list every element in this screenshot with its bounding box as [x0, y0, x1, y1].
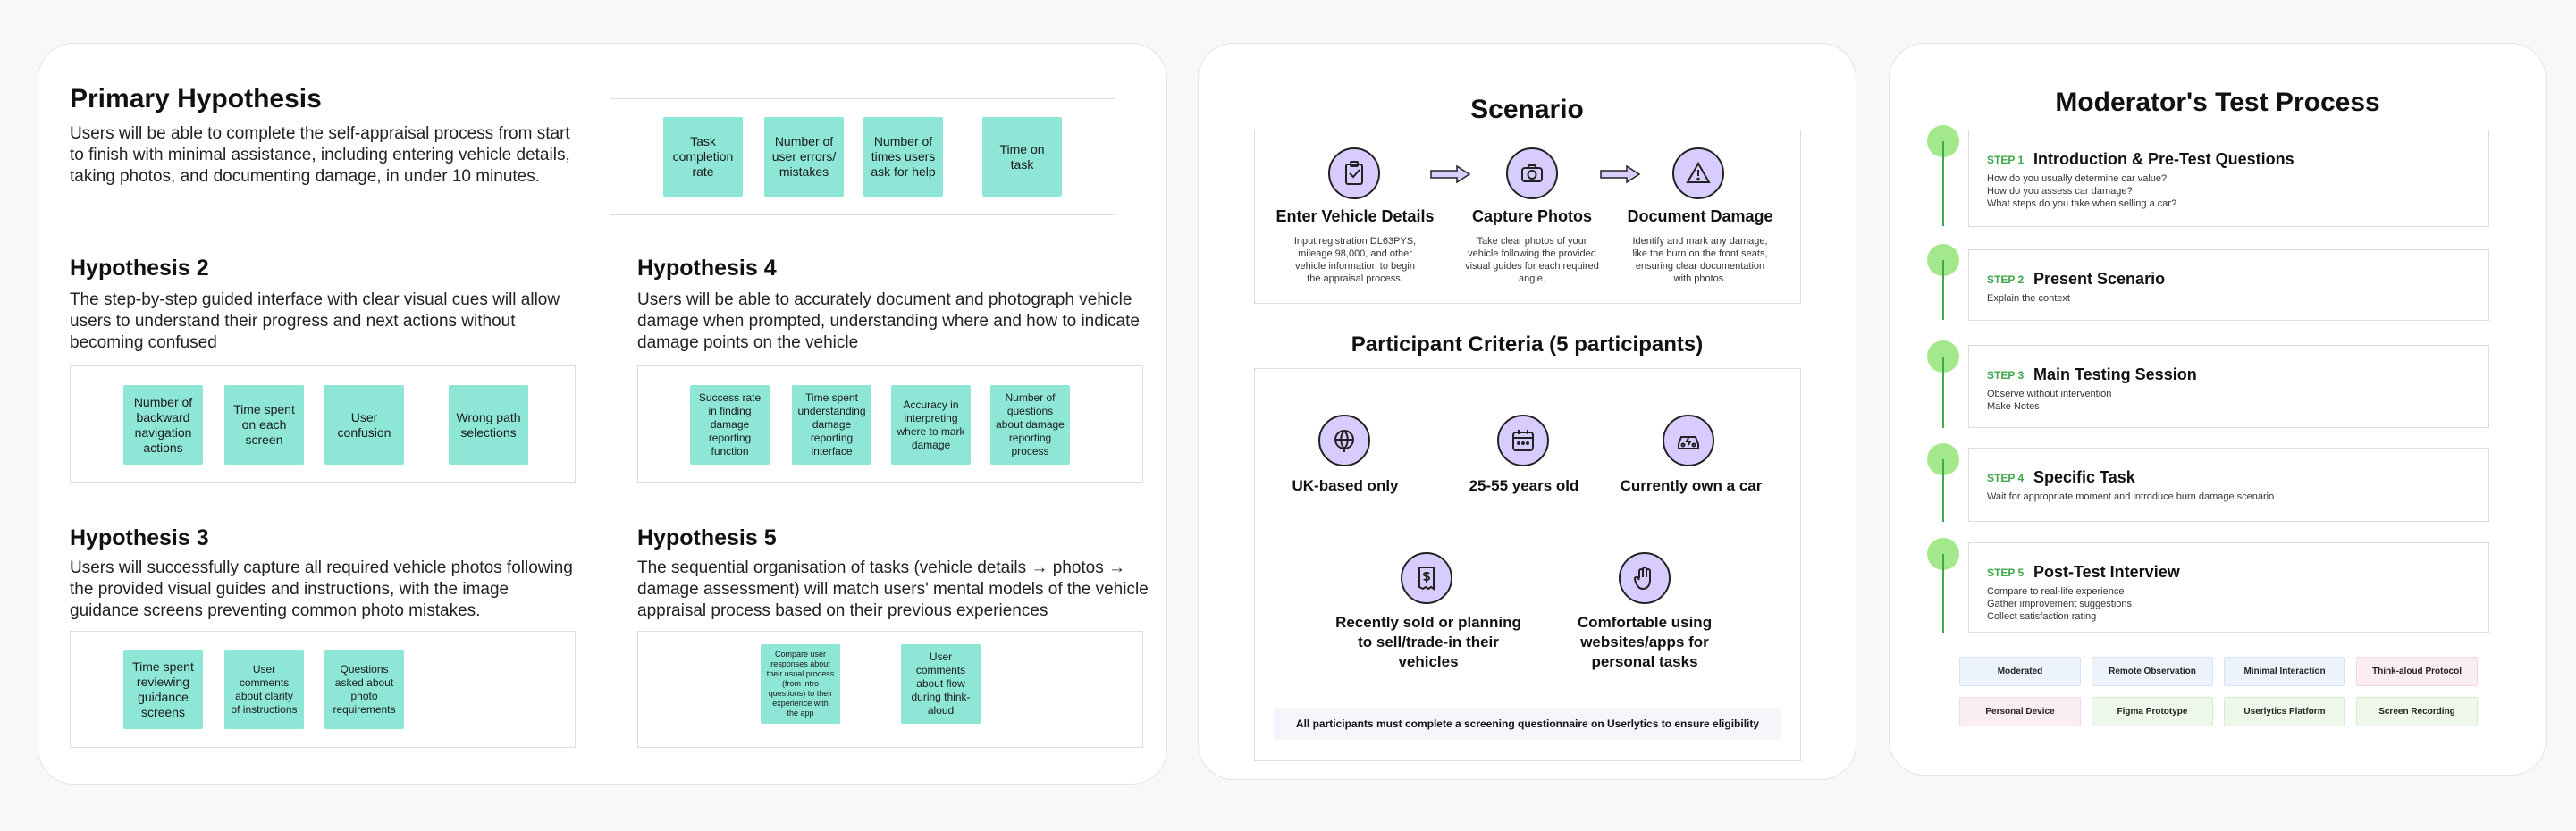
hypothesis-3-title: Hypothesis 3 [70, 525, 209, 550]
clipboard-icon [1328, 147, 1380, 199]
step-label: STEP 5 [1987, 567, 2025, 579]
scenario-title: Scenario [1470, 95, 1584, 124]
hypothesis-5-text: The sequential organisation of tasks (ve… [637, 558, 1149, 620]
step-1-box: STEP 1 Introduction & Pre-Test Questions… [1968, 130, 2489, 227]
step-2-box: STEP 2 Present Scenario Explain the cont… [1968, 249, 2489, 321]
scenario-step-title: Enter Vehicle Details [1275, 207, 1435, 225]
step-label: STEP 2 [1987, 273, 2025, 286]
globe-pin-icon [1318, 415, 1370, 466]
primary-hypothesis-text: Users will be able to complete the self-… [70, 124, 570, 186]
criteria-label: Comfortable using websites/apps for pers… [1577, 614, 1713, 670]
metric-note: Time spent reviewing guidance screens [123, 650, 203, 729]
step-title: Main Testing Session [2033, 365, 2197, 383]
method-tag: Personal Device [1959, 697, 2081, 726]
timeline-line [1942, 260, 1944, 320]
step-label: STEP 1 [1987, 154, 2025, 166]
receipt-icon [1401, 552, 1452, 604]
method-tag: Think-aloud Protocol [2356, 657, 2478, 686]
metric-note: Success rate in finding damage reporting… [690, 385, 770, 465]
arrow-right-icon [1430, 164, 1471, 184]
timeline-line [1942, 554, 1944, 633]
metric-note: Compare user responses about their usual… [761, 644, 840, 724]
method-tag: Minimal Interaction [2224, 657, 2345, 686]
step-3-box: STEP 3 Main Testing Session Observe with… [1968, 345, 2489, 428]
step-title: Post-Test Interview [2033, 563, 2180, 581]
step-desc: Compare to real-life experience Gather i… [1987, 586, 2133, 622]
scenario-step-desc: Take clear photos of your vehicle follow… [1465, 236, 1599, 284]
metric-note: Time on task [982, 117, 1062, 197]
metric-note: Time spent on each screen [224, 385, 304, 465]
method-tag: Screen Recording [2356, 697, 2478, 726]
scenario-step-desc: Identify and mark any damage, like the b… [1632, 236, 1768, 284]
method-tag: Moderated [1959, 657, 2081, 686]
metric-note: Accuracy in interpreting where to mark d… [891, 385, 971, 465]
step-label: STEP 4 [1987, 472, 2025, 484]
hypothesis-5-title: Hypothesis 5 [637, 525, 777, 550]
metric-note: Questions asked about photo requirements [324, 650, 404, 729]
criteria-label: UK-based only [1292, 477, 1399, 494]
moderator-title: Moderator's Test Process [2055, 88, 2380, 117]
metric-note: Number of backward navigation actions [123, 385, 203, 465]
timeline-line [1942, 141, 1944, 226]
metric-note: User confusion [324, 385, 404, 465]
step-desc: How do you usually determine car value? … [1987, 173, 2177, 209]
hypothesis-5-metrics-box [637, 631, 1143, 748]
metric-note: User comments about clarity of instructi… [224, 650, 304, 729]
timeline-line [1942, 357, 1944, 428]
hypothesis-4-title: Hypothesis 4 [637, 256, 777, 281]
hypothesis-2-text: The step-by-step guided interface with c… [70, 290, 560, 352]
step-desc: Wait for appropriate moment and introduc… [1987, 491, 2275, 502]
camera-icon [1506, 147, 1558, 199]
scenario-step-title: Document Damage [1627, 207, 1773, 225]
metric-note: Number of user errors/ mistakes [764, 117, 844, 197]
primary-hypothesis-title: Primary Hypothesis [70, 84, 322, 113]
step-desc: Observe without intervention Make Notes [1987, 389, 2112, 412]
metric-note: Number of questions about damage reporti… [990, 385, 1070, 465]
calendar-icon [1497, 415, 1549, 466]
screening-note-text: All participants must complete a screeni… [1295, 718, 1760, 730]
hypothesis-4-text: Users will be able to accurately documen… [637, 290, 1140, 352]
scenario-step-title: Capture Photos [1471, 207, 1592, 225]
metric-note: Number of times users ask for help [863, 117, 943, 197]
criteria-label: Recently sold or planning to sell/trade-… [1335, 614, 1521, 670]
warning-icon [1672, 147, 1724, 199]
criteria-label: 25-55 years old [1469, 477, 1579, 494]
step-desc: Explain the context [1987, 293, 2070, 304]
method-tag: Userlytics Platform [2224, 697, 2345, 726]
timeline-line [1942, 459, 1944, 522]
step-title: Present Scenario [2033, 270, 2166, 288]
step-5-box: STEP 5 Post-Test Interview Compare to re… [1968, 542, 2489, 633]
criteria-label: Currently own a car [1620, 477, 1763, 494]
arrow-right-icon [1600, 164, 1641, 184]
car-icon [1663, 415, 1714, 466]
step-title: Specific Task [2033, 468, 2135, 486]
metric-note: Time spent understanding damage reportin… [792, 385, 871, 465]
metric-note: Task completion rate [663, 117, 743, 197]
metric-note: Wrong path selections [449, 385, 528, 465]
scenario-step-desc: Input registration DL63PYS, mileage 98,0… [1293, 236, 1417, 284]
step-title: Introduction & Pre-Test Questions [2033, 150, 2294, 168]
method-tag: Remote Observation [2092, 657, 2213, 686]
step-label: STEP 3 [1987, 369, 2025, 382]
screening-note: All participants must complete a screeni… [1274, 708, 1781, 740]
step-4-box: STEP 4 Specific Task Wait for appropriat… [1968, 448, 2489, 522]
method-tag: Figma Prototype [2092, 697, 2213, 726]
hypothesis-3-text: Users will successfully capture all requ… [70, 558, 573, 620]
criteria-title: Participant Criteria (5 participants) [1351, 332, 1704, 357]
metric-note: User comments about flow during think-al… [901, 644, 981, 724]
hand-icon [1619, 552, 1671, 604]
hypothesis-2-title: Hypothesis 2 [70, 256, 209, 281]
